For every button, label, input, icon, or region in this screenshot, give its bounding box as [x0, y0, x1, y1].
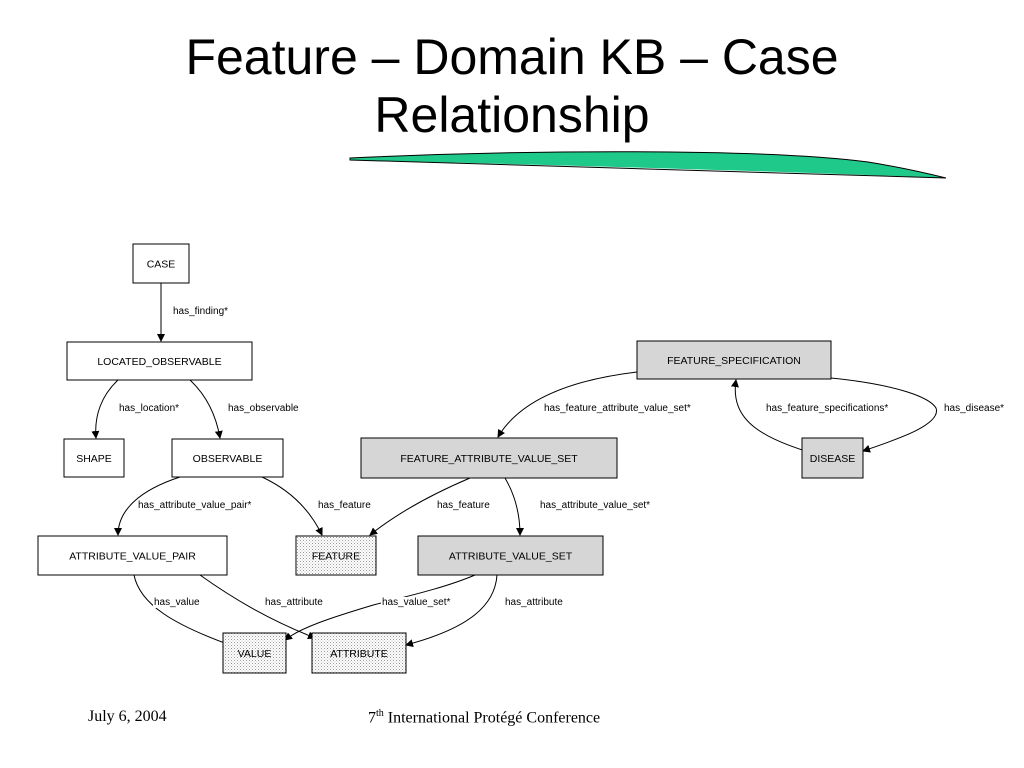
edge-label-background — [137, 500, 253, 511]
node-box — [636, 340, 832, 380]
edge-label-has-value-set: has_value_set* — [382, 597, 450, 608]
edge-label-background — [227, 403, 301, 414]
edge-label-has-observable: has_observable — [228, 403, 299, 414]
node-label: CASE — [147, 259, 176, 271]
edge-label-background — [153, 597, 202, 608]
node-box — [417, 535, 604, 576]
edge-feature-specification-to-disease — [830, 377, 937, 453]
title-accent-swoosh — [349, 151, 947, 179]
edge-feature-attribute-value-set-to-feature — [369, 477, 471, 536]
node-box — [295, 535, 377, 576]
footer-conference: 7th International Protégé Conference — [368, 708, 600, 727]
edge-attribute-value-set-to-value — [284, 574, 476, 641]
node-label: FEATURE — [312, 551, 360, 563]
edge-attribute-value-pair-to-attribute — [199, 574, 316, 640]
edge-label-has-feature-attribute-value-set: has_feature_attribute_value_set* — [544, 403, 691, 414]
edge-label-has-feature-specifications: has_feature_specifications* — [766, 403, 888, 414]
node-box — [360, 437, 618, 479]
node-case: CASE — [132, 243, 190, 284]
edge-label-background — [765, 403, 890, 414]
edge-observable-to-feature — [261, 476, 323, 536]
conference-ordinal: 7 — [368, 709, 376, 727]
node-label: ATTRIBUTE_VALUE_PAIR — [69, 551, 196, 563]
node-label: VALUE — [238, 648, 272, 660]
edge-label-has-attribute-value-set: has_attribute_value_set* — [540, 500, 650, 511]
node-box — [66, 341, 253, 381]
node-attribute: ATTRIBUTE — [311, 632, 407, 674]
edge-label-has-attribute: has_attribute — [505, 597, 563, 608]
edge-label-background — [381, 597, 452, 608]
edge-label-has-attribute: has_attribute — [265, 597, 323, 608]
edge-label-has-feature: has_feature — [318, 500, 371, 511]
node-box — [132, 243, 190, 284]
node-box — [63, 438, 125, 478]
node-box — [222, 632, 287, 674]
node-label: SHAPE — [76, 453, 112, 465]
edge-label-background — [539, 500, 652, 511]
node-box — [37, 535, 228, 576]
node-label: ATTRIBUTE_VALUE_SET — [449, 551, 573, 563]
edge-located-observable-to-shape — [91, 379, 119, 439]
edge-label-has-feature: has_feature — [437, 500, 490, 511]
node-feature-attribute-value-set: FEATURE_ATTRIBUTE_VALUE_SET — [360, 437, 618, 479]
title-line-2: Relationship — [374, 87, 650, 143]
conference-ordinal-suffix: th — [376, 708, 384, 719]
footer-date: July 6, 2004 — [88, 708, 167, 725]
node-label: OBSERVABLE — [193, 453, 263, 465]
node-box — [801, 437, 864, 479]
node-feature-specification: FEATURE_SPECIFICATION — [636, 340, 832, 380]
node-box — [311, 632, 407, 674]
node-label: DISEASE — [810, 453, 856, 465]
edge-label-background — [943, 403, 1006, 414]
edge-attribute-value-set-to-attribute — [405, 574, 498, 648]
node-label: FEATURE_SPECIFICATION — [667, 355, 801, 367]
edge-label-has-attribute-value-pair: has_attribute_value_pair* — [138, 500, 252, 511]
edge-label-background — [264, 597, 325, 608]
node-attribute-value-pair: ATTRIBUTE_VALUE_PAIR — [37, 535, 228, 576]
slide-title: Feature – Domain KB – Case Relationship — [0, 28, 1024, 144]
edge-label-has-disease: has_disease* — [944, 403, 1004, 414]
edge-located-observable-to-observable — [189, 379, 223, 439]
edge-attribute-value-pair-to-value — [133, 574, 231, 647]
node-disease: DISEASE — [801, 437, 864, 479]
edge-label-background — [436, 500, 492, 511]
edge-observable-to-attribute-value-pair — [114, 476, 181, 536]
edge-label-background — [317, 500, 373, 511]
edge-label-background — [543, 403, 692, 414]
relationship-diagram: has_finding*has_location*has_observableh… — [37, 243, 1006, 674]
edge-label-has-location: has_location* — [119, 403, 179, 414]
node-label: LOCATED_OBSERVABLE — [97, 356, 221, 368]
node-feature: FEATURE — [295, 535, 377, 576]
node-value: VALUE — [222, 632, 287, 674]
node-label: FEATURE_ATTRIBUTE_VALUE_SET — [400, 453, 578, 465]
title-line-1: Feature – Domain KB – Case — [185, 29, 839, 85]
edge-label-background — [172, 306, 230, 317]
edge-feature-attribute-value-set-to-attribute-value-set — [504, 477, 524, 536]
conference-name: International Protégé Conference — [383, 709, 601, 727]
node-label: ATTRIBUTE — [330, 648, 388, 660]
edge-label-background — [118, 403, 181, 414]
edge-feature-specification-to-feature-attribute-value-set — [497, 371, 638, 438]
edge-label-has-finding: has_finding* — [173, 306, 228, 317]
edge-label-has-value: has_value — [154, 597, 200, 608]
node-box — [171, 438, 284, 478]
node-shape: SHAPE — [63, 438, 125, 478]
node-attribute-value-set: ATTRIBUTE_VALUE_SET — [417, 535, 604, 576]
edge-label-background — [504, 597, 565, 608]
node-located-observable: LOCATED_OBSERVABLE — [66, 341, 253, 381]
node-observable: OBSERVABLE — [171, 438, 284, 478]
